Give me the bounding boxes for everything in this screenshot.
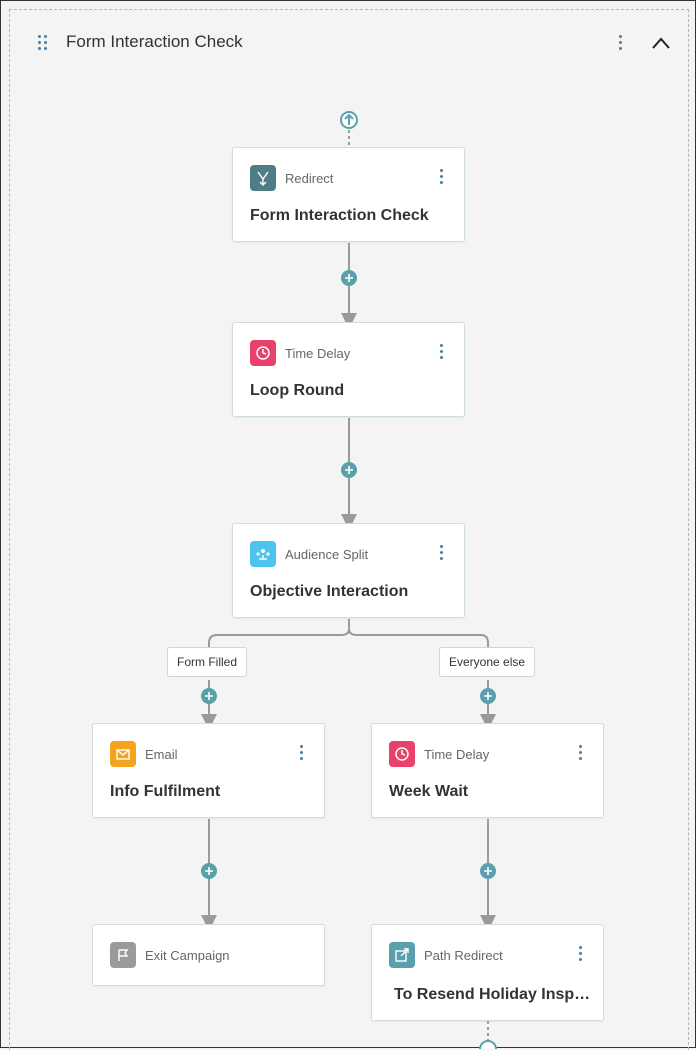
node-redirect[interactable]: Redirect Form Interaction Check: [232, 147, 465, 242]
audience-split-icon: [250, 541, 276, 567]
chevron-up-icon[interactable]: [649, 33, 673, 53]
node-type-label: Time Delay: [424, 747, 490, 762]
node-type-label: Exit Campaign: [145, 948, 230, 963]
add-step-button-2[interactable]: [341, 462, 357, 478]
node-type-label: Email: [145, 747, 178, 762]
branch-label-right[interactable]: Everyone else: [439, 647, 536, 677]
node-menu-icon[interactable]: [577, 945, 585, 963]
path-exit-icon: [479, 1040, 497, 1049]
path-menu-icon[interactable]: [613, 32, 629, 54]
envelope-icon: [110, 741, 136, 767]
node-name: Form Interaction Check: [250, 207, 429, 224]
node-menu-icon[interactable]: [438, 168, 446, 186]
node-type-label: Redirect: [285, 171, 334, 186]
node-email[interactable]: Email Info Fulfilment: [92, 723, 325, 818]
node-menu-icon[interactable]: [438, 343, 446, 361]
node-menu-icon[interactable]: [577, 744, 585, 762]
node-type-label: Time Delay: [285, 346, 351, 361]
node-time-delay-loop[interactable]: Time Delay Loop Round: [232, 322, 465, 417]
add-step-button-3[interactable]: [201, 688, 217, 704]
clock-icon: [389, 741, 415, 767]
node-time-delay-week[interactable]: Time Delay Week Wait: [371, 723, 604, 818]
node-audience-split[interactable]: Audience Split Objective Interaction: [232, 523, 465, 618]
flag-icon: [110, 942, 136, 968]
path-title: Form Interaction Check: [66, 32, 243, 51]
path-container: [9, 9, 689, 1050]
add-step-button-6[interactable]: [480, 863, 496, 879]
node-name: Objective Interaction: [250, 583, 409, 600]
add-step-button-1[interactable]: [341, 270, 357, 286]
path-entry-icon[interactable]: [340, 111, 358, 129]
add-step-button-4[interactable]: [480, 688, 496, 704]
redirect-icon: [250, 165, 276, 191]
node-type-label: Path Redirect: [424, 948, 503, 963]
node-type-label: Audience Split: [285, 547, 369, 562]
branch-label-left[interactable]: Form Filled: [167, 647, 248, 677]
node-name: To Resend Holiday Insp…: [394, 986, 591, 1003]
node-name: Week Wait: [389, 783, 469, 800]
node-name: Info Fulfilment: [110, 783, 221, 800]
drag-handle-icon[interactable]: [38, 35, 50, 51]
node-menu-icon[interactable]: [298, 744, 306, 762]
path-redirect-icon: [389, 942, 415, 968]
node-path-redirect[interactable]: Path Redirect To Resend Holiday Insp…: [371, 924, 604, 1021]
node-exit-campaign[interactable]: Exit Campaign: [92, 924, 325, 986]
node-name: Loop Round: [250, 382, 345, 399]
clock-icon: [250, 340, 276, 366]
node-menu-icon[interactable]: [438, 544, 446, 562]
add-step-button-5[interactable]: [201, 863, 217, 879]
